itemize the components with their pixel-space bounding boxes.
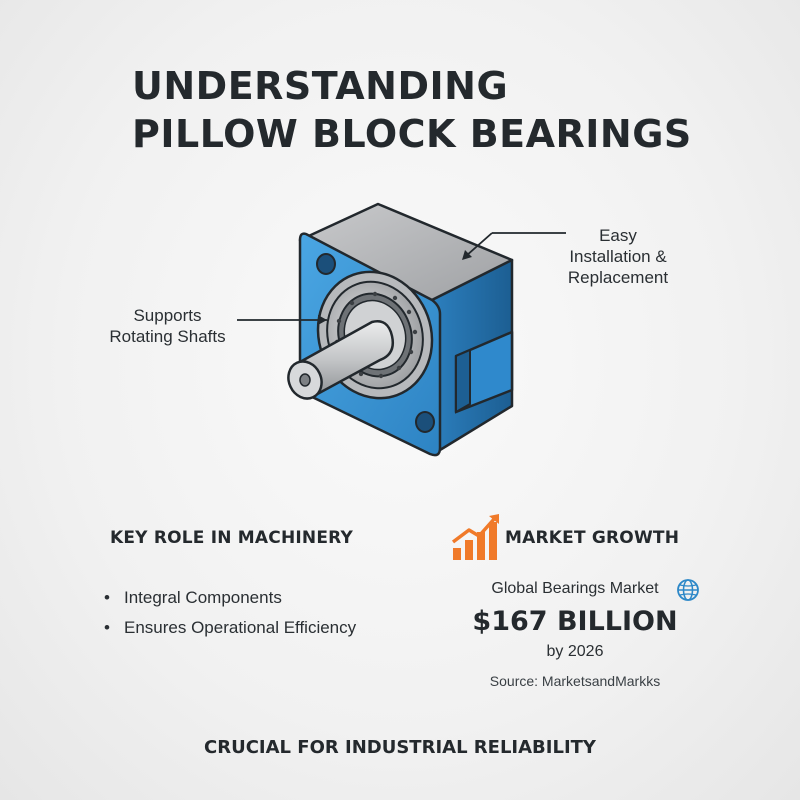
market-year: by 2026 bbox=[546, 643, 604, 660]
footer-tagline: CRUCIAL FOR INDUSTRIAL RELIABILITY bbox=[204, 737, 596, 758]
growth-chart-icon bbox=[451, 514, 499, 560]
pillow-block-bearing-illustration bbox=[237, 202, 566, 457]
market-stats: Global Bearings Market $167 BILLION by 2… bbox=[470, 578, 680, 689]
list-item: Ensures Operational Efficiency bbox=[104, 613, 356, 643]
callout-easy-installation: Easy Installation & Replacement bbox=[567, 226, 669, 287]
market-growth-heading: MARKET GROWTH bbox=[505, 528, 680, 548]
market-value: $167 BILLION bbox=[472, 606, 678, 637]
key-role-heading: KEY ROLE IN MACHINERY bbox=[110, 528, 354, 548]
list-item: Integral Components bbox=[104, 583, 356, 613]
callout-supports-shafts: Supports Rotating Shafts bbox=[109, 306, 226, 346]
page-title: UNDERSTANDING PILLOW BLOCK BEARINGS bbox=[132, 62, 692, 158]
key-role-list: Integral Components Ensures Operational … bbox=[104, 583, 356, 643]
globe-icon bbox=[677, 579, 699, 601]
title-line-1: UNDERSTANDING bbox=[132, 64, 509, 108]
market-source: Source: MarketsandMarkks bbox=[489, 673, 661, 689]
title-line-2: PILLOW BLOCK BEARINGS bbox=[132, 112, 692, 156]
market-label: Global Bearings Market bbox=[491, 580, 659, 597]
